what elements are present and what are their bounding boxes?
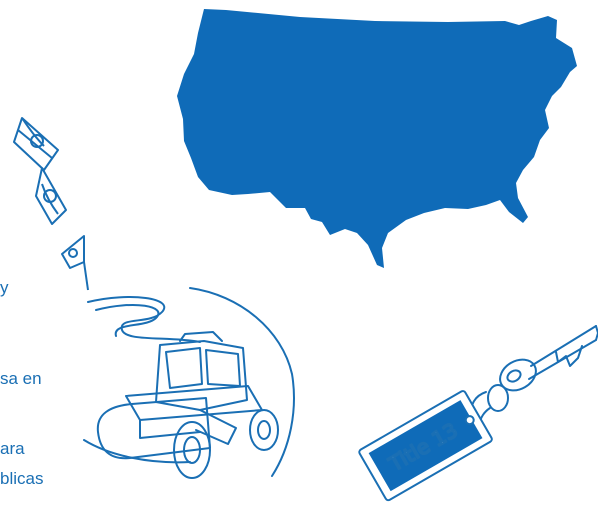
clipped-text-line-2: sa en bbox=[0, 369, 42, 388]
clipped-text-line-1: y bbox=[0, 278, 9, 297]
usa-map-icon bbox=[177, 9, 577, 268]
money-bills-icon bbox=[13, 117, 89, 291]
key-with-tag-icon: Title 13 bbox=[358, 325, 598, 502]
clipped-text-line-3: ara bbox=[0, 439, 25, 458]
title-tag: Title 13 bbox=[358, 390, 493, 502]
steamroller-icon bbox=[83, 287, 295, 479]
clipped-text-line-4: blicas bbox=[0, 469, 44, 488]
